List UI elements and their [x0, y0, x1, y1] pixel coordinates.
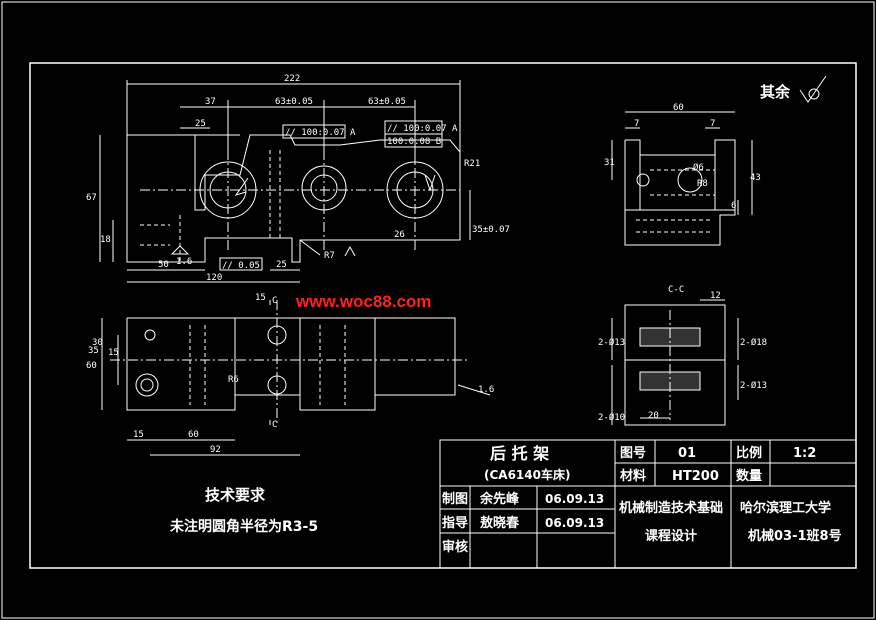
class-name: 机械03-1班8号	[748, 528, 842, 544]
dim-text: 92	[210, 445, 221, 455]
date: 06.09.13	[545, 516, 604, 530]
drawing-no-label: 图号	[620, 446, 646, 461]
dim-text: R21	[464, 159, 480, 169]
tolerance-text: 100:0.08 B	[387, 137, 441, 147]
dim-text: R8	[697, 179, 708, 189]
tech-req-title: 技术要求	[205, 486, 266, 504]
person-name: 余先峰	[479, 491, 520, 507]
part-name: 后 托 架	[490, 444, 549, 463]
date: 06.09.13	[545, 492, 604, 506]
role-label: 审核	[442, 539, 468, 555]
dim-text: 222	[284, 74, 300, 84]
drawing-no: 01	[678, 446, 696, 461]
roughness-symbol	[799, 75, 827, 103]
side-view-dims: 60 7 7 31 43 6 R8 Ø6	[604, 103, 761, 211]
dim-text: 18	[100, 235, 111, 245]
dim-text: 60	[188, 430, 199, 440]
dim-text: 2-Ø13	[598, 337, 625, 348]
dim-text: 35	[88, 346, 99, 356]
dim-text: 63±0.05	[275, 97, 313, 107]
front-view-dims: 222 37 63±0.05 63±0.05 25 R21 67 18 35±0…	[86, 74, 510, 283]
dim-text: 35±0.07	[472, 225, 510, 235]
qty-label: 数量	[736, 468, 762, 484]
dim-text: R7	[324, 251, 335, 261]
dim-text: 60	[673, 103, 684, 113]
dim-text: 7	[710, 119, 715, 129]
tolerance-text: // 0.05	[222, 261, 260, 271]
section-mark: C	[272, 420, 277, 430]
scale-value: 1:2	[793, 446, 816, 461]
title-block-text: 后 托 架 (CA6140车床) 图号 01 比例 1:2 材料 HT200 数…	[442, 444, 842, 555]
top-view-dims: 15 60 92 60 30 15 35 R6 15 1.6 C C	[86, 293, 494, 455]
dim-text: 15	[133, 430, 144, 440]
course-name: 机械制造技术基础	[619, 500, 723, 516]
dim-text: 43	[750, 173, 761, 183]
dim-text: 15	[108, 348, 119, 358]
dim-text: 25	[276, 260, 287, 270]
part-subtitle: (CA6140车床)	[484, 467, 570, 482]
material-label: 材料	[620, 468, 646, 484]
section-view	[611, 299, 739, 426]
material-value: HT200	[672, 469, 719, 484]
dim-text: 37	[205, 97, 216, 107]
dim-text: 120	[206, 273, 222, 283]
top-view	[101, 300, 491, 456]
section-view-dims: 12 2-Ø13 2-Ø18 2-Ø13 2-Ø10 20	[598, 291, 767, 423]
dim-text: 2-Ø10	[598, 412, 625, 423]
dim-text: 67	[86, 193, 97, 203]
dim-text: 60	[86, 361, 97, 371]
dim-text: Ø6	[693, 162, 704, 173]
course-type: 课程设计	[645, 528, 697, 544]
role-label: 制图	[442, 491, 468, 507]
tolerance-text: // 100:0.07 A	[285, 128, 356, 138]
dim-text: 1.6	[478, 385, 494, 395]
dim-text: 20	[648, 411, 659, 421]
dim-text: 25	[195, 119, 206, 129]
dim-text: 1.6	[176, 257, 192, 267]
watermark: www.woc88.com	[295, 292, 431, 311]
dim-text: 50	[158, 260, 169, 270]
dim-text: 63±0.05	[368, 97, 406, 107]
dim-text: 12	[710, 291, 721, 301]
section-label: C-C	[668, 285, 684, 295]
side-view	[611, 111, 753, 246]
role-label: 指导	[442, 515, 468, 531]
surface-note: 其余	[760, 83, 791, 101]
front-view	[99, 80, 471, 283]
dim-text: 2-Ø13	[740, 380, 767, 391]
title-block	[439, 439, 857, 569]
dim-text: 2-Ø18	[740, 337, 767, 348]
section-mark: C	[272, 296, 277, 306]
dim-text: 30	[92, 338, 103, 348]
tolerance-text: // 100:0.07 A	[387, 124, 458, 134]
school-name: 哈尔滨理工大学	[740, 500, 831, 516]
dim-text: 6	[731, 201, 736, 211]
tech-req-line: 未注明圆角半径为R3-5	[170, 518, 318, 535]
dim-text: 15	[255, 293, 266, 303]
dim-text: 7	[634, 119, 639, 129]
scale-label: 比例	[736, 445, 762, 461]
dim-text: 26	[394, 230, 405, 240]
dim-text: R6	[228, 375, 239, 385]
person-name: 敖晓春	[480, 515, 520, 531]
dim-text: 31	[604, 158, 615, 168]
